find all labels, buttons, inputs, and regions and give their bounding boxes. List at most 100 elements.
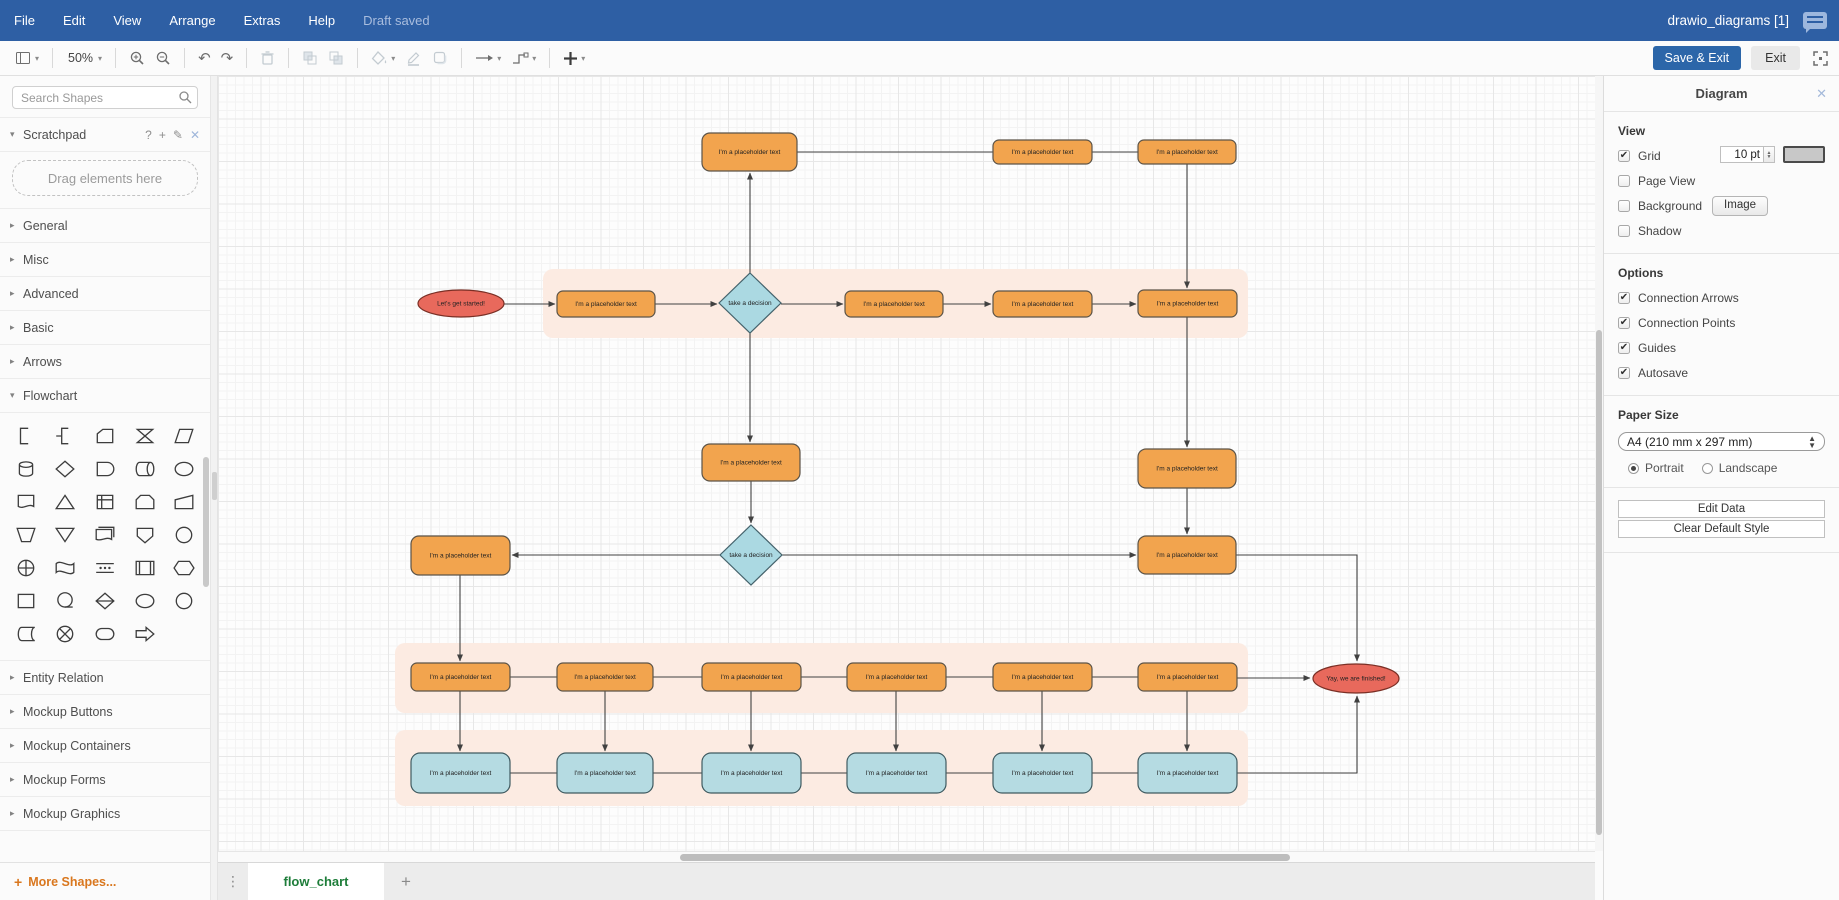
page-view-button[interactable]: ▾ — [12, 48, 42, 68]
background-checkbox[interactable] — [1618, 200, 1630, 212]
shadow-button[interactable] — [429, 48, 451, 68]
shape-merge[interactable] — [46, 518, 86, 551]
save-exit-button[interactable]: Save & Exit — [1652, 46, 1742, 70]
delete-button[interactable] — [257, 48, 278, 68]
node-rect[interactable]: I'm a placeholder text — [992, 662, 1093, 692]
node-diamond[interactable]: take a decision — [719, 524, 783, 586]
vertical-scrollbar[interactable] — [1595, 76, 1603, 851]
sidebar-section-general[interactable]: ▸General — [0, 209, 210, 243]
search-shapes-input[interactable] — [12, 86, 198, 109]
shape-terminator[interactable] — [85, 617, 125, 650]
node-rect[interactable]: I'm a placeholder text — [844, 290, 944, 318]
scratchpad-edit-icon[interactable]: ✎ — [172, 127, 183, 142]
menu-edit[interactable]: Edit — [62, 13, 86, 28]
grid-checkbox[interactable] — [1618, 150, 1630, 162]
horizontal-scrollbar-thumb[interactable] — [680, 854, 1290, 861]
shape-display[interactable] — [164, 452, 204, 485]
connection-style-button[interactable]: ▾ — [472, 49, 504, 67]
sidebar-section-basic[interactable]: ▸Basic — [0, 311, 210, 345]
shape-paper-tape[interactable] — [46, 551, 86, 584]
node-rect[interactable]: I'm a placeholder text — [410, 535, 511, 576]
redo-button[interactable]: ↷ — [218, 48, 237, 68]
sidebar-section-mockup-graphics[interactable]: ▸Mockup Graphics — [0, 797, 210, 831]
landscape-radio[interactable] — [1701, 462, 1713, 474]
scratchpad-close-icon[interactable]: ✕ — [189, 127, 200, 142]
connection-points-checkbox[interactable] — [1618, 317, 1630, 329]
shape-preparation[interactable] — [164, 551, 204, 584]
node-rect[interactable]: I'm a placeholder text — [701, 443, 801, 482]
node-ellipse[interactable]: Yay, we are finished! — [1312, 663, 1400, 694]
pages-menu-icon[interactable]: ⋮ — [226, 873, 240, 889]
undo-button[interactable]: ↶ — [195, 48, 214, 68]
shape-sort[interactable] — [85, 584, 125, 617]
exit-button[interactable]: Exit — [1751, 46, 1800, 70]
comments-icon[interactable] — [1803, 12, 1827, 33]
sidebar-resizer[interactable] — [211, 76, 218, 900]
shape-off-page-connector[interactable] — [125, 518, 165, 551]
page-view-checkbox[interactable] — [1618, 175, 1630, 187]
grid-size-stepper[interactable]: ▲▼ — [1764, 146, 1775, 163]
shape-transfer[interactable] — [125, 617, 165, 650]
node-rect[interactable]: I'm a placeholder text — [410, 662, 511, 692]
edit-data-button[interactable]: Edit Data — [1618, 500, 1825, 518]
node-rect[interactable]: I'm a placeholder text — [701, 132, 798, 172]
shape-multi-document[interactable] — [85, 518, 125, 551]
clear-default-style-button[interactable]: Clear Default Style — [1618, 520, 1825, 538]
zoom-out-button[interactable] — [152, 48, 174, 68]
fill-color-button[interactable]: ▾ — [368, 48, 398, 68]
node-rect[interactable]: I'm a placeholder text — [701, 752, 802, 794]
shape-card[interactable] — [85, 419, 125, 452]
shape-sequential-access-storage[interactable] — [46, 584, 86, 617]
node-rect[interactable]: I'm a placeholder text — [1137, 535, 1237, 575]
shape-parallel-mode[interactable] — [85, 551, 125, 584]
node-diamond[interactable]: take a decision — [718, 272, 782, 334]
node-rect[interactable]: I'm a placeholder text — [1137, 139, 1237, 165]
sidebar-scrollbar[interactable] — [203, 457, 209, 587]
add-page-button[interactable]: + — [401, 871, 411, 891]
sidebar-section-misc[interactable]: ▸Misc — [0, 243, 210, 277]
node-rect[interactable]: I'm a placeholder text — [846, 752, 947, 794]
horizontal-scrollbar[interactable] — [218, 851, 1595, 862]
scratchpad-add-icon[interactable]: + — [158, 127, 166, 142]
sidebar-section-mockup-containers[interactable]: ▸Mockup Containers — [0, 729, 210, 763]
menu-extras[interactable]: Extras — [243, 13, 281, 28]
node-ellipse[interactable]: Let's get started! — [417, 289, 505, 318]
fullscreen-icon[interactable] — [1812, 50, 1829, 67]
guides-checkbox[interactable] — [1618, 342, 1630, 354]
flow-edge[interactable] — [1237, 695, 1360, 774]
shape-predefined-process[interactable] — [125, 551, 165, 584]
to-front-button[interactable] — [299, 48, 321, 68]
autosave-checkbox[interactable] — [1618, 367, 1630, 379]
shape-annotation-2[interactable] — [46, 419, 86, 452]
node-rect[interactable]: I'm a placeholder text — [992, 752, 1093, 794]
grid-color-swatch[interactable] — [1783, 146, 1825, 163]
shape-start-2[interactable] — [164, 584, 204, 617]
shape-data[interactable] — [164, 419, 204, 452]
menu-arrange[interactable]: Arrange — [169, 13, 216, 28]
shape-annotation-1[interactable] — [6, 419, 46, 452]
node-rect[interactable]: I'm a placeholder text — [1137, 448, 1237, 489]
grid-size-input[interactable] — [1720, 146, 1764, 163]
zoom-level-dropdown[interactable]: 50% ▾ — [63, 49, 105, 67]
shape-manual-input[interactable] — [164, 485, 204, 518]
scratchpad-header[interactable]: ▾ Scratchpad ? + ✎ ✕ — [0, 118, 210, 152]
scratchpad-help-icon[interactable]: ? — [145, 127, 152, 142]
sidebar-section-mockup-forms[interactable]: ▸Mockup Forms — [0, 763, 210, 797]
shape-collate[interactable] — [125, 419, 165, 452]
shape-database[interactable] — [6, 452, 46, 485]
shape-document[interactable] — [6, 485, 46, 518]
vertical-scrollbar-thumb[interactable] — [1596, 330, 1602, 835]
more-shapes-button[interactable]: + More Shapes... — [0, 862, 210, 900]
close-panel-icon[interactable]: ✕ — [1816, 86, 1827, 101]
shape-loop-limit[interactable] — [125, 485, 165, 518]
shape-manual-operation[interactable] — [6, 518, 46, 551]
node-rect[interactable]: I'm a placeholder text — [410, 752, 511, 794]
scratchpad-drop-zone[interactable]: Drag elements here — [12, 160, 198, 196]
node-rect[interactable]: I'm a placeholder text — [992, 290, 1093, 318]
tab-flow-chart[interactable]: flow_chart — [248, 863, 384, 900]
node-rect[interactable]: I'm a placeholder text — [846, 662, 947, 692]
sidebar-section-advanced[interactable]: ▸Advanced — [0, 277, 210, 311]
portrait-radio[interactable] — [1628, 462, 1639, 474]
sidebar-section-mockup-buttons[interactable]: ▸Mockup Buttons — [0, 695, 210, 729]
node-rect[interactable]: I'm a placeholder text — [556, 290, 656, 318]
